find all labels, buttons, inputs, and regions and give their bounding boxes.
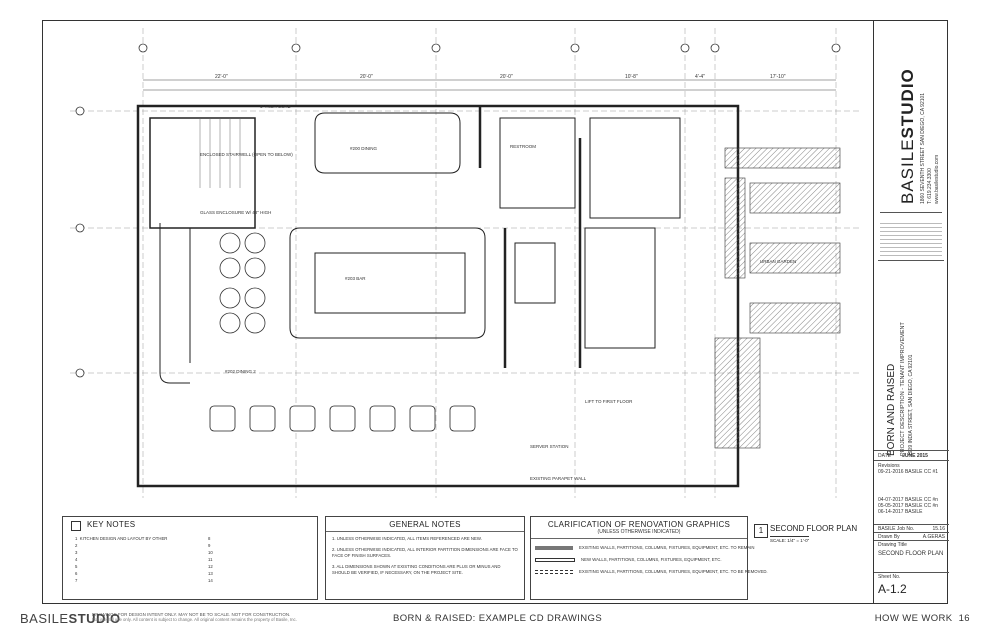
project-name: BORN AND RAISED	[886, 363, 897, 456]
footer-disclaimer-1: DRAWINGS FOR DESIGN INTENT ONLY. MAY NOT…	[92, 612, 291, 617]
drawing-title-row: Drawing Title SECOND FLOOR PLAN	[874, 540, 949, 570]
legend-existing-swatch	[535, 545, 573, 550]
general-note-1: 1. UNLESS OTHERWISE INDICATED, ALL ITEMS…	[332, 536, 482, 541]
legend-removed-swatch	[535, 569, 573, 574]
general-notes-panel: GENERAL NOTES 1. UNLESS OTHERWISE INDICA…	[325, 516, 525, 600]
revision-3: 05-05-2017 BASILE CC #n	[878, 503, 939, 509]
revision-4: 06-14-2017 BASILE	[878, 509, 923, 515]
title-block: BASILESTUDIO 1860 SEVENTH STREET SAN DIE…	[873, 20, 949, 604]
general-notes-title: GENERAL NOTES	[326, 517, 524, 532]
key-note-5-num: 5	[75, 564, 78, 569]
title-block-small-print	[880, 220, 942, 256]
drawing-title-label: Drawing Title	[878, 542, 907, 548]
dim-6: 17'-10"	[770, 74, 786, 80]
clarification-panel: CLARIFICATION OF RENOVATION GRAPHICS (UN…	[530, 516, 768, 600]
dim-2: 20'-0"	[360, 74, 373, 80]
firm-block: BASILESTUDIO 1860 SEVENTH STREET SAN DIE…	[880, 22, 942, 213]
dim-4: 10'-8"	[625, 74, 638, 80]
label-server-station: SERVER STATION	[530, 444, 569, 449]
label-glass: GLASS ENCLOSURE W/ 48" HIGH	[200, 210, 271, 215]
drawn-value: A.GERAS	[922, 534, 945, 540]
legend-existing: EXISTING WALLS, PARTITIONS, COLUMNS, FIX…	[579, 545, 755, 550]
job-row: BASILE Job No. 15.16	[874, 524, 949, 533]
label-urban: URBAN GARDEN	[760, 259, 796, 264]
key-note-1-num: 1	[75, 536, 78, 541]
key-note-9-num: 9	[208, 543, 211, 548]
revisions-label: Revisions	[878, 463, 900, 469]
firm-web: www.basilestudio.com	[934, 154, 940, 204]
key-notes-title: KEY NOTES	[87, 520, 136, 529]
key-note-4-num: 4	[75, 557, 78, 562]
firm-address: 1860 SEVENTH STREET SAN DIEGO, CA 92101	[920, 92, 926, 204]
project-description: PROJECT DESCRIPTION - TENANT IMPROVEMENT	[900, 322, 906, 456]
label-lift: LIFT TO FIRST FLOOR	[585, 399, 633, 404]
label-stair: ENCLOSED STAIRWELL (OPEN TO BELOW)	[200, 152, 293, 157]
label-restroom: RESTROOM	[510, 144, 536, 149]
firm-logo: BASILESTUDIO	[898, 68, 917, 204]
key-note-13-num: 13	[208, 571, 213, 576]
sheet-label: Sheet No.	[878, 574, 901, 580]
date-row: DATE JUNE 2015	[874, 450, 949, 461]
key-notes-box	[71, 521, 81, 531]
label-dining2: #202 DINING 2	[225, 369, 256, 374]
key-note-6-num: 6	[75, 571, 78, 576]
footer-section: HOW WE WORK	[874, 613, 953, 624]
key-note-7-num: 7	[75, 578, 78, 583]
key-note-8-num: 8	[208, 536, 211, 541]
plan-title-block: 1 SECOND FLOOR PLAN SCALE: 1/4" = 1'-0"	[752, 524, 870, 546]
footer-page-number: 16	[958, 613, 970, 624]
key-note-10-num: 10	[208, 550, 213, 555]
footer-brand: BASILESTUDIO	[20, 611, 121, 626]
revision-2: 04-07-2017 BASILE CC #n	[878, 497, 939, 503]
project-address: 1909 INDIA STREET, SAN DIEGO, CA 92101	[908, 354, 914, 456]
general-note-2: 2. UNLESS OTHERWISE INDICATED, ALL INTER…	[332, 547, 518, 558]
revision-1: 09-21-2016 BASILE CC #1	[878, 469, 939, 475]
plan-number: 1	[754, 524, 768, 538]
footer-right: HOW WE WORK 16	[875, 613, 970, 624]
dim-3: 20'-0"	[500, 74, 513, 80]
revisions-block: Revisions 09-21-2016 BASILE CC #1 04-07-…	[874, 460, 949, 522]
dim-5: 4'-4"	[695, 74, 705, 80]
date-label: DATE	[878, 453, 891, 459]
floor-plan: 22'-0" 20'-0" 20'-0" 10'-8" 4'-4" 17'-10…	[70, 28, 860, 498]
sheet-value: A-1.2	[878, 582, 907, 596]
dim-1: 22'-0"	[215, 74, 228, 80]
key-note-14-num: 14	[208, 578, 213, 583]
key-notes-panel: KEY NOTES 1 KITCHEN DESIGN AND LAYOUT BY…	[62, 516, 318, 600]
plan-scale: SCALE: 1/4" = 1'-0"	[770, 536, 810, 543]
sheet-row: Sheet No. A-1.2	[874, 572, 949, 602]
label-parapet: EXISTING PARAPET WALL	[530, 476, 587, 481]
key-note-1-text: KITCHEN DESIGN AND LAYOUT BY OTHER	[79, 536, 168, 541]
footer-disclaimer: DRAWINGS FOR DESIGN INTENT ONLY. MAY NOT…	[92, 612, 372, 622]
legend-new: NEW WALLS, PARTITIONS, COLUMNS, FIXTURES…	[581, 557, 722, 562]
key-note-11-num: 11	[208, 557, 213, 562]
legend-removed: EXISTING WALLS, PARTITIONS, COLUMNS, FIX…	[579, 569, 768, 574]
drawing-title-value: SECOND FLOOR PLAN	[878, 551, 944, 557]
job-label: BASILE Job No.	[878, 526, 915, 532]
drawn-row: Drawn By A.GERAS	[874, 532, 949, 541]
label-curb: 6" HIGH CURB	[260, 104, 291, 109]
label-bar: #203 BAR	[345, 276, 366, 281]
key-note-12-num: 12	[208, 564, 213, 569]
firm-phone: T: 619.234.3300	[927, 168, 933, 204]
date-value: JUNE 2015	[902, 453, 928, 459]
key-note-2-num: 2	[75, 543, 78, 548]
label-dining: #200 DINING	[350, 146, 378, 151]
footer-disclaimer-2: For internal use only. All content is su…	[92, 617, 297, 622]
general-note-3: 3. ALL DIMENSIONS SHOWN AT EXISTING COND…	[332, 564, 501, 575]
page-footer: BASILESTUDIO DRAWINGS FOR DESIGN INTENT …	[0, 604, 986, 632]
project-block: BORN AND RAISED PROJECT DESCRIPTION - TE…	[878, 260, 944, 461]
key-note-3-num: 3	[75, 550, 78, 555]
drawn-label: Drawn By	[878, 534, 900, 540]
job-value: 15.16	[932, 526, 945, 532]
clarification-title: CLARIFICATION OF RENOVATION GRAPHICS	[547, 520, 731, 529]
plan-title: SECOND FLOOR PLAN	[770, 524, 858, 533]
legend-new-swatch	[535, 557, 575, 562]
footer-center-title: BORN & RAISED: EXAMPLE CD DRAWINGS	[393, 613, 603, 624]
clarification-subtitle: (UNLESS OTHERWISE INDICATED)	[531, 529, 747, 539]
